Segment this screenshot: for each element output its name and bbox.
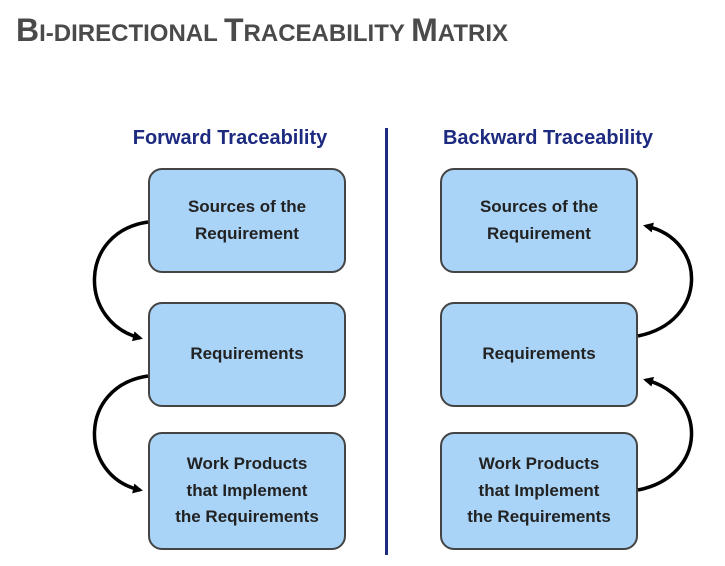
box-text-line: Requirements xyxy=(190,344,304,364)
backward-box-work-products: Work Products that Implement the Require… xyxy=(440,432,638,550)
backward-box-requirements: Requirements xyxy=(440,302,638,407)
box-text-line: Work Products xyxy=(186,454,308,474)
box-text-line: the Requirements xyxy=(467,507,611,527)
column-divider xyxy=(385,128,388,555)
box-text-line: the Requirements xyxy=(175,507,319,527)
backward-arrow-requirements-to-sources xyxy=(637,222,694,338)
title-part: RACEABILITY xyxy=(243,20,412,47)
title-part: M xyxy=(411,12,438,48)
forward-arrow-requirements-to-work-products xyxy=(92,374,149,494)
forward-box-sources: Sources of the Requirement xyxy=(148,168,346,273)
forward-box-requirements: Requirements xyxy=(148,302,346,407)
forward-traceability-heading: Forward Traceability xyxy=(132,127,328,149)
page-title: BI-DIRECTIONAL TRACEABILITY MATRIX xyxy=(16,14,716,46)
box-text-line: Requirement xyxy=(487,223,591,243)
title-part: I-DIRECTIONAL xyxy=(39,20,224,47)
title-part: T xyxy=(224,12,244,48)
title-part: ATRIX xyxy=(437,20,508,47)
box-text-line: that Implement xyxy=(186,480,308,500)
box-text-line: Work Products xyxy=(478,454,600,474)
box-text-line: Sources of the xyxy=(479,197,599,217)
box-text-line: Sources of the xyxy=(187,197,307,217)
title-part: B xyxy=(16,12,40,48)
backward-traceability-heading: Backward Traceability xyxy=(442,127,654,149)
forward-box-work-products: Work Products that Implement the Require… xyxy=(148,432,346,550)
backward-arrow-work-products-to-requirements xyxy=(637,376,694,492)
box-text-line: Requirements xyxy=(482,344,596,364)
backward-box-sources: Sources of the Requirement xyxy=(440,168,638,273)
box-text-line: that Implement xyxy=(478,480,600,500)
box-text-line: Requirement xyxy=(195,223,299,243)
forward-arrow-sources-to-requirements xyxy=(92,220,149,342)
